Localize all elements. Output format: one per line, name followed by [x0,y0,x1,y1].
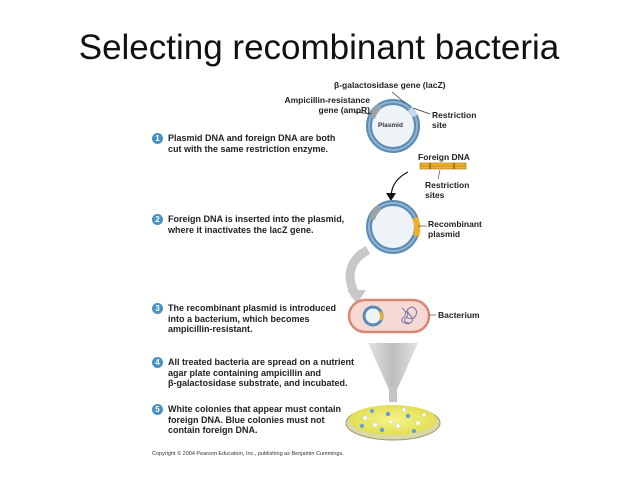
step-4-number: 4 [152,357,163,368]
step-1-line1: Plasmid DNA and foreign DNA are both [168,133,336,143]
restriction-site-label-line1: Restriction [432,110,477,120]
step-3-line3: ampicillin-resistant. [168,324,253,334]
ampr-gene-label-line2: gene (ampR) [318,105,370,115]
step-2-number: 2 [152,214,163,225]
restriction-site-label: Restriction site [432,110,476,130]
bacterium-diagram [347,298,431,334]
ampr-gene-label-line1: Ampicillin-resistance [284,95,370,105]
agar-plate [345,405,441,441]
step-2-line2: where it inactivates the lacZ gene. [168,224,314,235]
step-4-text: All treated bacteria are spread on a nut… [168,357,378,389]
restriction-site-leader-line [412,107,431,115]
plasmid-label: Plasmid [378,122,403,129]
spread-funnel [368,343,418,392]
step-3-number: 3 [152,303,163,314]
step-4-line1: All treated bacteria are spread on a nut… [168,357,355,367]
restriction-site-label-line2: site [432,120,447,130]
restriction-sites-label-line1: Restriction [425,180,470,190]
spread-funnel-stem [389,388,397,402]
foreign-dna-label: Foreign DNA [418,152,470,162]
foreign-dna-strand [419,162,467,170]
step-2-text: Foreign DNA is inserted into the plasmid… [168,214,378,235]
step-5-line2: foreign DNA. Blue colonies must not [168,414,325,425]
copyright-notice: Copyright © 2004 Pearson Education, Inc.… [152,451,344,457]
transform-arrow [345,246,371,299]
lacz-gene-label: β-galactosidase gene (lacZ) [334,80,446,90]
step-3-line1: The recombinant plasmid is introduced [168,303,337,313]
step-4-line2: agar plate containing ampicillin and [168,367,322,378]
plasmid-diagram [366,99,420,153]
recombinant-plasmid-label-line2: plasmid [428,229,461,239]
step-3-line2: into a bacterium, which becomes [168,313,310,324]
recombinant-plasmid-label: Recombinant plasmid [428,219,482,239]
restriction-sites-leader-line [437,169,441,180]
step-2-line1: Foreign DNA is inserted into the plasmid… [168,214,345,224]
bacterial-colonies [360,407,427,433]
step-5-line3: contain foreign DNA. [168,425,258,435]
slide-title: Selecting recombinant bacteria [78,28,560,67]
step-1-line2: cut with the same restriction enzyme. [168,143,329,154]
step-4-line3: β-galactosidase substrate, and incubated… [168,378,348,388]
ampr-leader-line [354,111,373,115]
bacterium-label: Bacterium [438,310,480,320]
lacz-leader-line [391,91,406,104]
step-5-line1: White colonies that appear must contain [168,404,342,414]
step-1-number: 1 [152,133,163,144]
recombinant-plasmid-label-line1: Recombinant [428,219,482,229]
ampr-gene-label: Ampicillin-resistance gene (ampR) [282,95,370,115]
step-5-number: 5 [152,404,163,415]
restriction-sites-label-line2: sites [425,190,445,200]
step-5-text: White colonies that appear must contain … [168,404,378,436]
insert-arrowhead [386,193,396,201]
restriction-sites-label: Restriction sites [425,180,469,200]
step-3-text: The recombinant plasmid is introduced in… [168,303,378,335]
insert-arrow [390,171,409,197]
transform-arrowhead [347,290,366,304]
recombinant-plasmid-diagram [366,200,421,254]
step-1-text: Plasmid DNA and foreign DNA are both cut… [168,133,378,154]
